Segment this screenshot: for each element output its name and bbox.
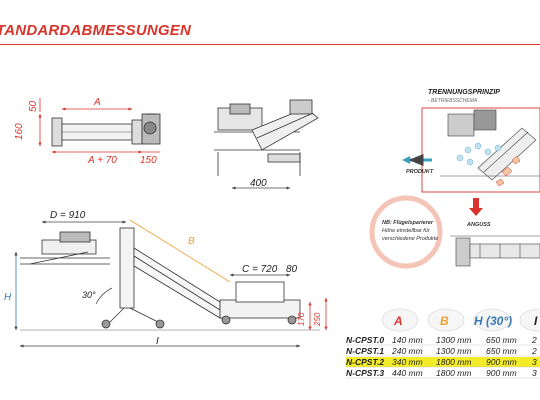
dim-80-label: 80 — [286, 264, 298, 275]
principle-title: TRENNUNGSPRINZIP — [428, 89, 500, 96]
table-row: N-CPST.1 240 mm 1300 mm 650 mm 2 — [346, 346, 540, 357]
row-model: N-CPST.1 — [346, 346, 384, 356]
table-header-a: A — [393, 314, 403, 328]
conveyor-side-view — [20, 227, 320, 331]
row-cell: 3 — [532, 357, 537, 367]
title-rule — [0, 44, 540, 45]
row-cell: 650 mm — [486, 346, 517, 356]
table-header-i: I — [534, 314, 538, 328]
row-cell: 140 mm — [392, 335, 423, 345]
row-cell: 1800 mm — [436, 368, 471, 378]
dim-170-label: 170 — [297, 312, 306, 326]
row-model: N-CPST.0 — [346, 335, 384, 345]
highlight-row — [346, 357, 540, 367]
row-cell: 340 mm — [392, 357, 423, 367]
dim-150-label: 150 — [140, 155, 157, 166]
page-title: TANDARDABMESSUNGEN — [0, 22, 191, 39]
row-cell: 2 — [531, 346, 537, 356]
table-header-b: B — [440, 314, 449, 328]
dim-d-label: D = 910 — [50, 210, 86, 221]
row-cell: 1800 mm — [436, 357, 471, 367]
row-cell: 650 mm — [486, 335, 517, 345]
dim-b-label: B — [188, 236, 195, 247]
row-cell: 440 mm — [392, 368, 423, 378]
dim-250-label: 250 — [313, 312, 322, 327]
row-cell: 1300 mm — [436, 335, 471, 345]
note-line-2: Höhe einstellbar für — [382, 228, 431, 234]
table-row: N-CPST.2 340 mm 1800 mm 900 mm 3 — [346, 357, 540, 368]
note-bubble: NB: Flügelsparierer Höhe einstellbar für… — [369, 195, 443, 269]
dim-50-label: 50 — [28, 100, 39, 112]
row-cell: 240 mm — [391, 346, 423, 356]
table-row: N-CPST.0 140 mm 1300 mm 650 mm 2 — [346, 335, 540, 346]
note-line-1: NB: Flügelsparierer — [382, 220, 434, 226]
conveyor-top-view — [214, 99, 319, 176]
dim-30-label: 30° — [82, 290, 96, 300]
row-cell: 3 — [532, 368, 537, 378]
dim-h-label: H — [4, 292, 12, 303]
row-cell: 900 mm — [486, 357, 517, 367]
table-header-h: H (30°) — [474, 314, 512, 328]
principle-lower-machine — [450, 235, 540, 267]
principle-subtitle: - BETRIEBSSCHEMA — [428, 98, 478, 104]
dim-400-label: 400 — [250, 178, 267, 189]
dim-160-label: 160 — [14, 123, 25, 140]
row-cell: 900 mm — [486, 368, 517, 378]
top-left-dimensions: A A + 70 150 160 50 — [14, 97, 160, 166]
dim-i-label: I — [156, 336, 159, 347]
dim-c-label: C = 720 — [242, 264, 278, 275]
dimension-table: A B H (30°) I N-CPST.0 140 mm 1300 mm 65… — [346, 308, 540, 379]
row-cell: 1300 mm — [436, 346, 471, 356]
dim-a-label: A — [93, 97, 101, 108]
label-anguss: ANGUSS — [466, 222, 491, 228]
principle-panel: TRENNUNGSPRINZIP - BETRIEBSSCHEMA PRODUK… — [402, 89, 540, 228]
bottom-dimensions: D = 910 B C = 720 80 H 30° 170 250 I — [4, 210, 328, 348]
row-cell: 2 — [531, 335, 537, 345]
row-model: N-CPST.3 — [346, 368, 384, 378]
label-produkt: PRODUKT — [406, 169, 434, 175]
roller-side-view — [51, 113, 161, 147]
dim-a70-label: A + 70 — [87, 155, 117, 166]
table-row: N-CPST.3 440 mm 1800 mm 900 mm 3 — [346, 368, 540, 379]
top-mid-dimensions: 400 — [231, 178, 291, 190]
note-line-3: verschiedene Produkte — [382, 236, 438, 242]
row-model: N-CPST.2 — [346, 357, 384, 367]
